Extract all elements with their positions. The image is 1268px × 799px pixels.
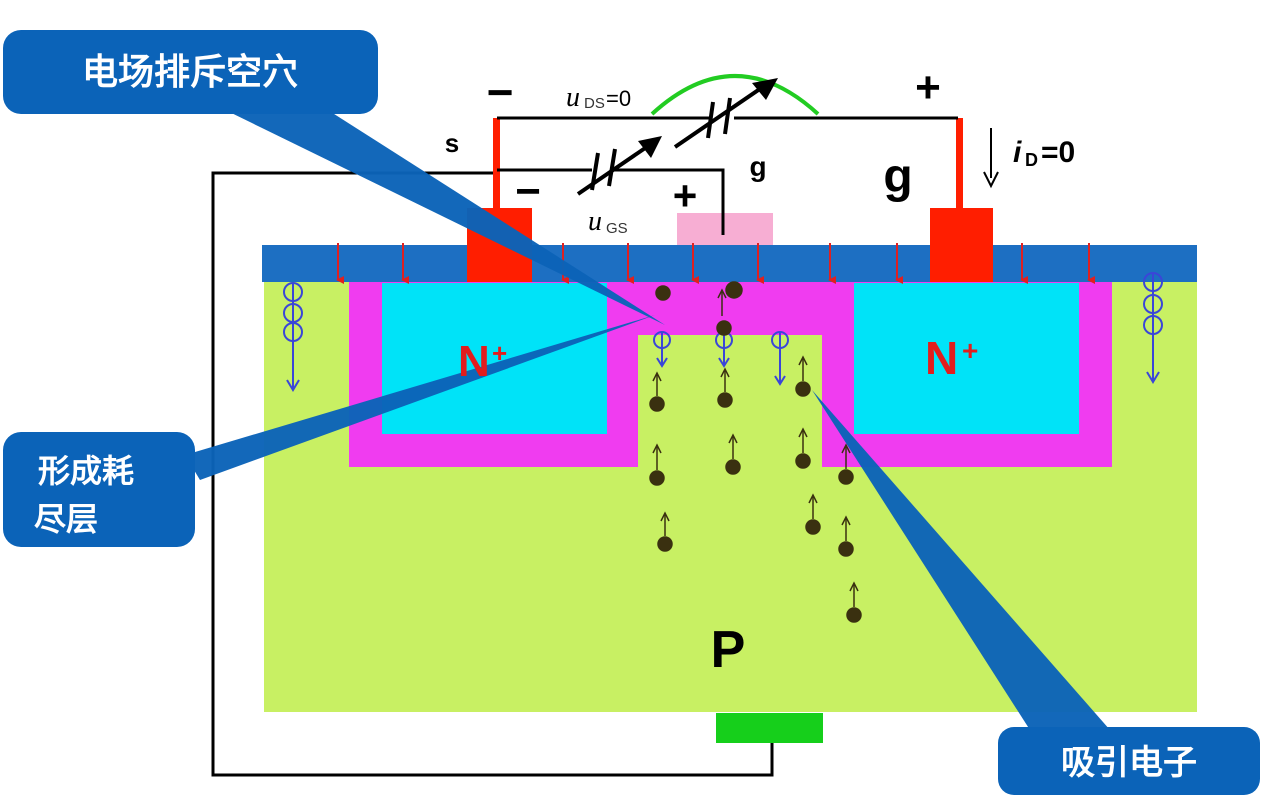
drain-electrode bbox=[930, 208, 993, 282]
p-substrate-label: P bbox=[711, 621, 746, 679]
n-right-letter: N bbox=[925, 332, 958, 384]
oxide-layer bbox=[262, 245, 1197, 282]
callout-text-depletion-2: 尽层 bbox=[34, 500, 98, 538]
body-contact bbox=[716, 713, 823, 743]
n-plus-left-region bbox=[382, 283, 607, 434]
uds-value: =0 bbox=[606, 86, 631, 111]
ugs-minus-label: − bbox=[515, 167, 541, 216]
uds-plus-label: + bbox=[915, 63, 941, 112]
drain-riser bbox=[956, 118, 963, 210]
drain-current-arrow-icon bbox=[983, 128, 999, 189]
hole-circle-icon bbox=[283, 272, 1163, 392]
body-wire bbox=[211, 171, 774, 777]
n-left-letter: N bbox=[458, 337, 490, 386]
n-right-plus: + bbox=[962, 335, 978, 366]
variable-battery-icon bbox=[673, 78, 778, 149]
n-left-plus: + bbox=[492, 338, 507, 368]
uds-minus-label: − bbox=[487, 66, 514, 118]
id-value: =0 bbox=[1041, 136, 1075, 169]
uds-label: u DS =0 bbox=[566, 82, 631, 113]
callout-text-depletion-1: 形成耗 bbox=[38, 452, 134, 490]
callout-mid-left: 形成耗 尽层 bbox=[3, 432, 195, 547]
n-plus-left-label: N + bbox=[458, 337, 507, 386]
uds-variable: u bbox=[566, 82, 580, 113]
electron-dot-icon bbox=[649, 281, 862, 623]
callout-pointer-mid bbox=[185, 315, 655, 480]
gate-label: g bbox=[749, 151, 766, 182]
field-arrows bbox=[336, 243, 1095, 284]
callout-top-left: 电场排斥空穴 bbox=[3, 30, 378, 114]
uds-subscript: DS bbox=[584, 95, 605, 112]
drain-label: g bbox=[883, 150, 912, 203]
callout-text-attract-electrons: 吸引电子 bbox=[1061, 743, 1197, 783]
source-riser bbox=[493, 118, 500, 210]
n-plus-right-region bbox=[854, 283, 1079, 434]
id-label: i D =0 bbox=[1013, 136, 1075, 170]
source-label: s bbox=[445, 128, 459, 158]
gate-pad bbox=[677, 213, 773, 245]
short-arc bbox=[650, 74, 820, 116]
ugs-plus-label: + bbox=[673, 172, 698, 219]
callout-bottom-right: 吸引电子 bbox=[998, 727, 1260, 795]
id-subscript: D bbox=[1025, 150, 1038, 170]
ugs-wire bbox=[497, 168, 725, 235]
variable-battery-icon bbox=[576, 136, 662, 196]
n-plus-right-label: N + bbox=[925, 332, 978, 384]
callout-pointer-bottom bbox=[812, 390, 1110, 730]
ugs-subscript: GS bbox=[606, 220, 628, 237]
callout-text-repel-holes: 电场排斥空穴 bbox=[82, 52, 298, 93]
callout-pointer-top bbox=[215, 105, 665, 325]
ugs-variable: u bbox=[588, 206, 602, 237]
id-variable: i bbox=[1013, 136, 1022, 169]
ugs-label: u GS bbox=[588, 206, 628, 237]
